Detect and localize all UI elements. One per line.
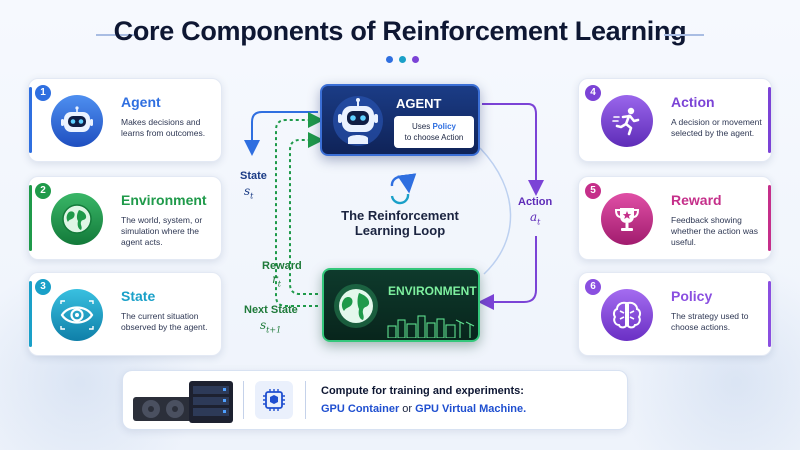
card-number: 2	[35, 183, 51, 199]
agent-box-label: AGENT	[396, 96, 442, 111]
cycle-icon-top	[390, 173, 417, 194]
gpu-vm-text: GPU Virtual Machine.	[415, 403, 527, 415]
action-arrow-to-env	[478, 236, 537, 310]
card-description: Feedback showing whether the action was …	[671, 215, 758, 247]
reward-symbol: rt	[272, 272, 281, 289]
card-number: 1	[35, 85, 51, 101]
loop-curve	[479, 147, 512, 275]
compute-heading: Compute for training and experiments:	[321, 385, 524, 397]
trophy-icon	[601, 193, 653, 245]
card-number: 4	[585, 85, 601, 101]
loop-title-line-2: Learning Loop	[354, 223, 446, 238]
card-title: State	[121, 288, 156, 304]
card-number: 6	[585, 279, 601, 295]
card-description: The current situation observed by the ag…	[121, 311, 208, 332]
policy-line-2: to choose Action	[404, 133, 464, 142]
loop-title: The Reinforcement Learning Loop	[320, 208, 480, 238]
globe-icon	[51, 193, 103, 245]
card-title: Agent	[121, 94, 161, 110]
loop-title-line-1: The Reinforcement	[341, 208, 459, 223]
page-title: Core Components of Reinforcement Learnin…	[113, 16, 687, 46]
next-state-arrow	[275, 112, 324, 307]
globe-icon	[334, 284, 378, 328]
card-accent	[29, 87, 32, 153]
policy-line-1: Uses Policy	[411, 122, 457, 131]
divider	[305, 381, 306, 419]
state-label: State	[240, 170, 267, 182]
state-arrow	[244, 111, 318, 156]
card-description: A decision or movement selected by the a…	[671, 117, 762, 138]
compute-options: GPU Container or GPU Virtual Machine.	[321, 403, 526, 415]
card-description: The strategy used to choose actions.	[671, 311, 749, 332]
title-decoration-left	[96, 34, 136, 36]
reward-arrow	[289, 132, 324, 295]
card-title: Action	[671, 94, 715, 110]
next-state-label: Next State	[244, 304, 298, 316]
card-environment: 2 Environment The world, system, or simu…	[28, 176, 222, 260]
cycle-icon-bottom	[390, 193, 410, 205]
card-accent	[768, 185, 771, 251]
city-skyline-icon	[387, 315, 475, 338]
title-dots	[386, 56, 419, 63]
or-text: or	[399, 403, 416, 415]
card-reward: 5 Reward Feedback showing whether the ac…	[578, 176, 772, 260]
action-arrow	[482, 103, 544, 196]
card-number: 5	[585, 183, 601, 199]
card-accent	[768, 87, 771, 153]
policy-pill: Uses Policy to choose Action	[394, 116, 474, 148]
compute-banner: Compute for training and experiments: GP…	[122, 370, 628, 430]
action-symbol: at	[530, 210, 541, 227]
environment-box-label: ENVIRONMENT	[388, 284, 477, 298]
card-description: The world, system, or simulation where t…	[121, 215, 203, 247]
card-description: Makes decisions and learns from outcomes…	[121, 117, 206, 138]
state-symbol: st	[244, 184, 254, 201]
card-state: 3 State The current situation observed b…	[28, 272, 222, 356]
card-title: Environment	[121, 192, 207, 208]
card-number: 3	[35, 279, 51, 295]
reward-label: Reward	[262, 260, 302, 272]
environment-box: ENVIRONMENT	[322, 268, 480, 342]
agent-box: AGENT Uses Policy to choose Action	[320, 84, 480, 156]
eye-icon	[51, 289, 103, 341]
brain-icon	[601, 289, 653, 341]
next-state-symbol: st+1	[260, 318, 282, 335]
chip-icon	[255, 381, 293, 419]
card-title: Policy	[671, 288, 713, 304]
card-accent	[29, 281, 32, 347]
robot-icon	[51, 95, 103, 147]
card-title: Reward	[671, 192, 722, 208]
running-person-icon	[601, 95, 653, 147]
card-action: 4 Action A decision or movement selected…	[578, 78, 772, 162]
divider	[243, 381, 244, 419]
card-accent	[29, 185, 32, 251]
card-agent: 1 Agent Makes decisions and learns from …	[28, 78, 222, 162]
gpu-hardware-icon	[133, 381, 233, 423]
card-accent	[768, 281, 771, 347]
robot-icon	[332, 94, 384, 153]
action-label: Action	[518, 196, 553, 208]
gpu-container-text: GPU Container	[321, 403, 400, 415]
title-decoration-right	[664, 34, 704, 36]
card-policy: 6 Policy The strategy used to choose act…	[578, 272, 772, 356]
